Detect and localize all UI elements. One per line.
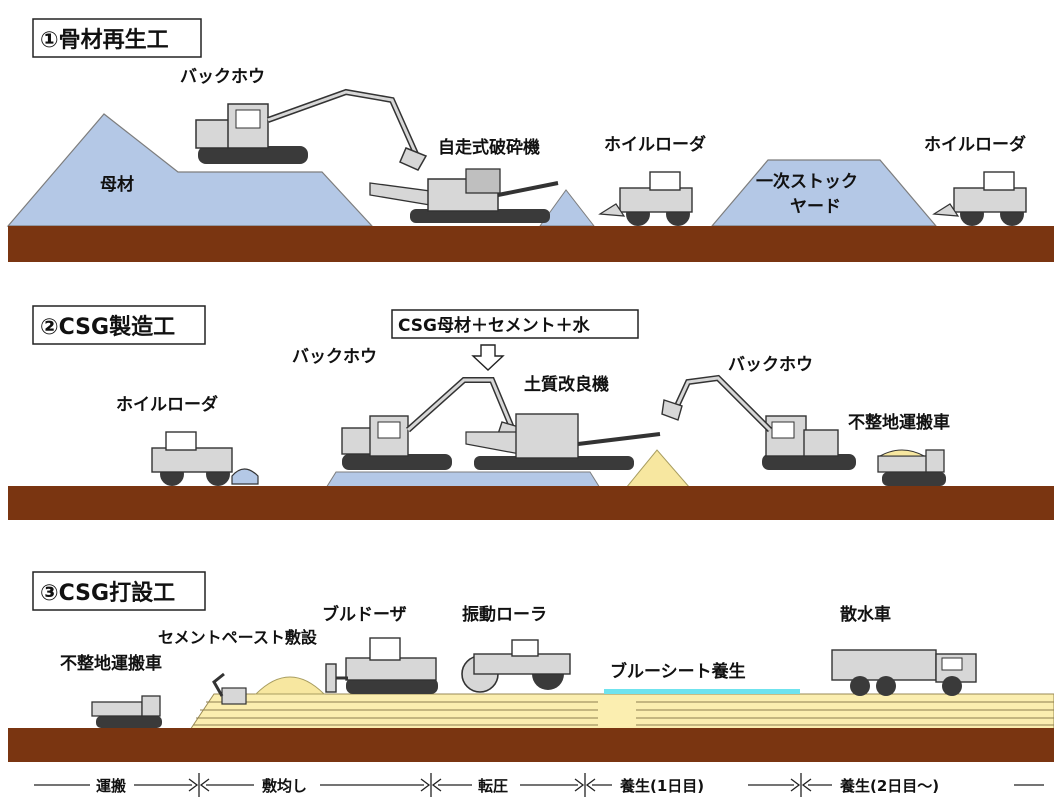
label-vibratory-roller: 振動ローラ (462, 604, 547, 625)
backhoe-icon (341, 377, 523, 470)
label-backhoe-1: バックホウ (292, 347, 377, 367)
ground-strip-1 (8, 226, 1054, 262)
label-wheel-loader-2: ホイルローダ (924, 134, 1026, 155)
mixing-platform (325, 471, 601, 489)
wheel-loader-icon (151, 431, 259, 486)
section-1-title-box (32, 18, 202, 58)
down-arrow-icon (471, 344, 505, 371)
phase-divider (420, 773, 442, 797)
section-2-title: ②CSG製造工 (40, 314, 175, 340)
label-wheel-loader: ホイルローダ (116, 394, 218, 415)
vibratory-roller-icon (461, 639, 571, 693)
section-1-title: ①骨材再生工 (40, 28, 169, 53)
section-3-title-box (32, 571, 206, 611)
mix-box-label: CSG母材＋セメント＋水 (398, 315, 591, 336)
label-mother-material: 母材 (100, 174, 134, 195)
crawler-carrier-icon (91, 695, 162, 728)
label-cement-paste: セメントペースト敷設 (158, 628, 318, 647)
label-stockyard-1: 一次ストック (756, 171, 858, 192)
phase-label-transport: 運搬 (96, 777, 126, 795)
ground-strip-2 (8, 486, 1054, 520)
section-2-title-box (32, 305, 206, 345)
small-excavator-icon (212, 672, 247, 705)
label-crusher: 自走式破砕機 (438, 137, 540, 158)
crusher-icon (369, 168, 559, 223)
section-3-title: ③CSG打設工 (40, 580, 175, 606)
phase-label-spreading: 敷均し (262, 777, 307, 795)
section-aggregate-recycling: ①骨材再生工 (6, 18, 1054, 262)
section-csg-placement: ③CSG打設工 (8, 571, 1054, 762)
phase-divider (790, 773, 812, 797)
water-truck-icon (831, 649, 977, 696)
label-blue-sheet: ブルーシート養生 (610, 661, 746, 682)
label-bulldozer: ブルドーザ (322, 604, 407, 625)
label-soil-improver: 土質改良機 (524, 374, 609, 395)
label-wheel-loader-1: ホイルローダ (604, 134, 706, 155)
backhoe-icon (195, 88, 428, 171)
phase-label-compaction: 転圧 (478, 777, 508, 795)
label-backhoe: バックホウ (180, 67, 265, 87)
layer-lines (193, 701, 1054, 726)
label-water-truck: 散水車 (840, 604, 891, 625)
csg-pile (624, 449, 692, 489)
phase-scale: 運搬 敷均し 転圧 養生(1日目) 養生(2日目〜) (34, 773, 1044, 797)
label-rough-terrain-carrier: 不整地運搬車 (60, 653, 162, 674)
soil-improver-icon (465, 413, 661, 470)
mother-material-pile (6, 113, 374, 227)
ground-strip-3 (8, 728, 1054, 762)
backhoe-icon (661, 374, 856, 470)
mix-box (391, 309, 639, 339)
wheel-loader-icon (932, 171, 1027, 226)
phase-divider (574, 773, 596, 797)
phase-label-curing-day2: 養生(2日目〜) (839, 777, 939, 795)
section-csg-production: ②CSG製造工 CSG母材＋セメント＋水 (8, 305, 1054, 520)
phase-divider (188, 773, 210, 797)
bulldozer-icon (325, 637, 438, 694)
phase-label-curing-day1: 養生(1日目) (619, 777, 704, 795)
crawler-carrier-icon (877, 449, 946, 486)
label-rough-terrain-carrier: 不整地運搬車 (848, 412, 950, 433)
wheel-loader-icon (598, 171, 693, 226)
cement-paste-mound (254, 676, 326, 695)
label-stockyard-2: ヤード (790, 197, 841, 217)
blue-sheet (604, 689, 800, 694)
label-backhoe-2: バックホウ (728, 355, 813, 375)
